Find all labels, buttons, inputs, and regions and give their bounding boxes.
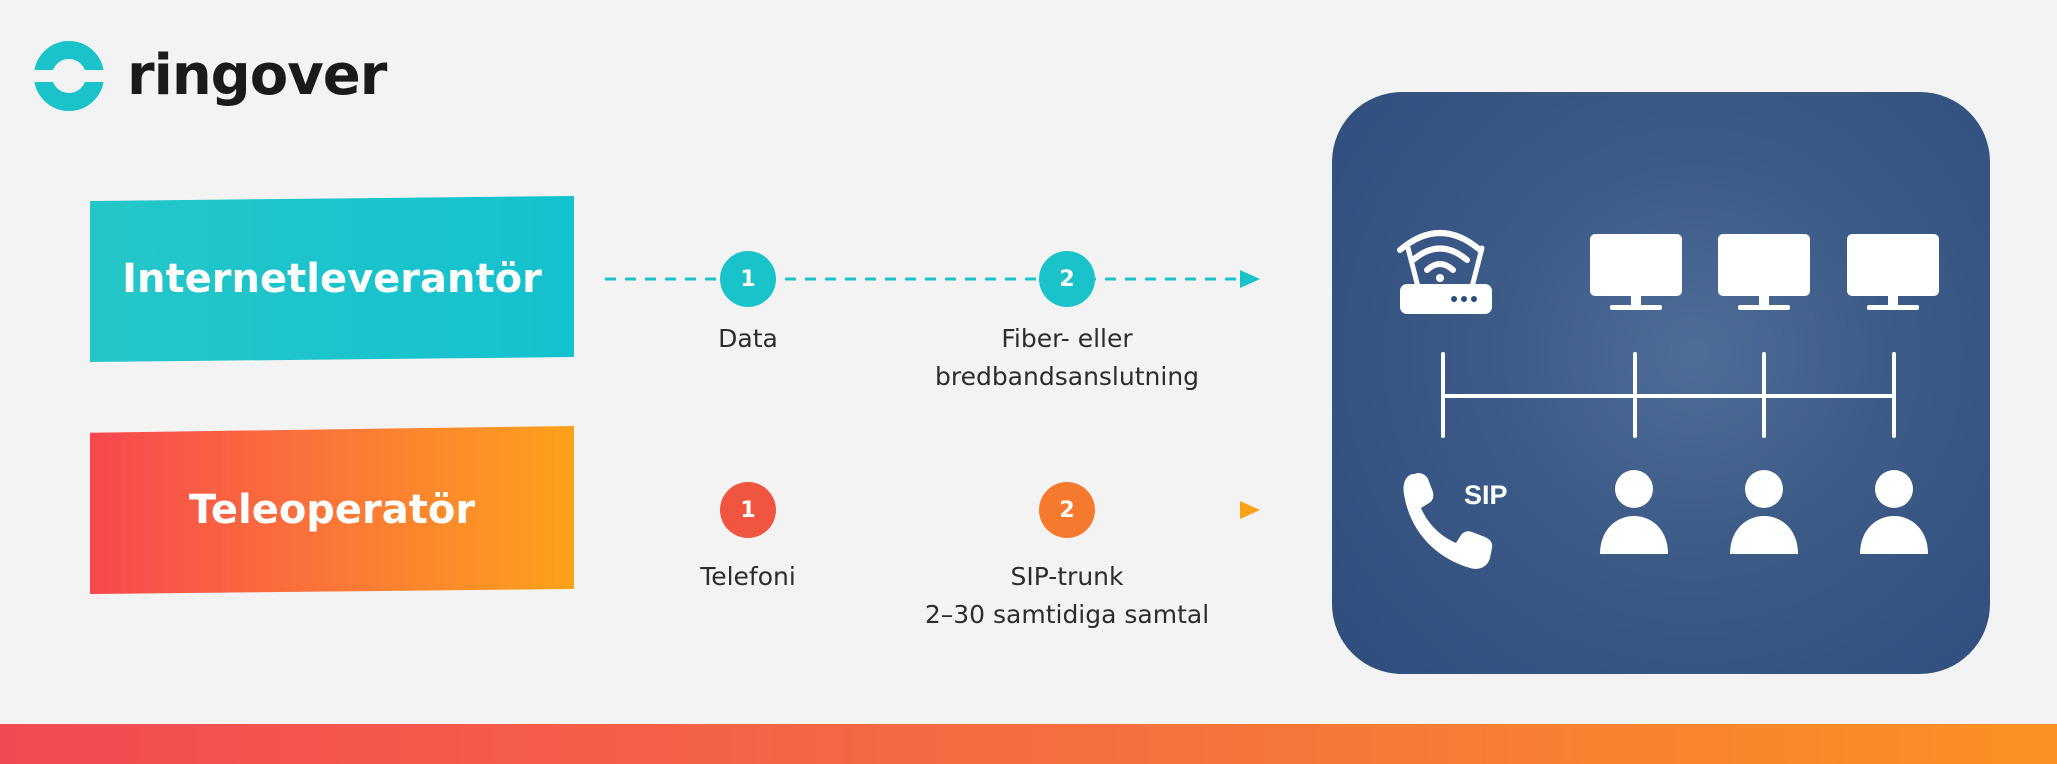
ringover-logo-icon [33, 41, 105, 111]
user-icon [1730, 470, 1798, 554]
bottom-gradient-bar [0, 724, 2057, 764]
telecom-flow-line [605, 501, 1260, 519]
user-icon [1860, 470, 1928, 554]
monitor-icon [1590, 234, 1682, 310]
sip-phone-icon: SIP [1403, 473, 1508, 569]
office-network-panel: SIP [1332, 92, 1990, 674]
internet-step-2-label: Fiber- eller bredbandsanslutning [934, 324, 1200, 391]
internet-data-flow-line [605, 270, 1260, 288]
telecom-step-1-label: Telefoni [700, 562, 796, 591]
ringover-logo: ringover [33, 38, 387, 114]
internet-step-1-label: Data [718, 324, 778, 353]
internet-provider-box: Internetleverantör [90, 196, 574, 362]
svg-text:SIP: SIP [1464, 480, 1508, 510]
network-bus [1441, 352, 1896, 438]
telecom-step-1-badge: 1 [720, 482, 776, 538]
telecom-operator-label: Teleoperatör [188, 487, 476, 533]
user-icon [1600, 470, 1668, 554]
telecom-operator-box: Teleoperatör [90, 426, 574, 594]
monitor-icon [1718, 234, 1810, 310]
wifi-router-icon [1397, 230, 1492, 314]
office-network-diagram: SIP [1397, 230, 1939, 569]
internet-step-1-badge: 1 [720, 251, 776, 307]
telecom-step-2-label: SIP-trunk 2–30 samtidiga samtal [924, 562, 1210, 629]
monitor-icon [1847, 234, 1939, 310]
brand-name: ringover [127, 43, 387, 108]
telecom-step-2-badge: 2 [1039, 482, 1095, 538]
internet-step-2-badge: 2 [1039, 251, 1095, 307]
internet-provider-label: Internetleverantör [122, 256, 542, 302]
